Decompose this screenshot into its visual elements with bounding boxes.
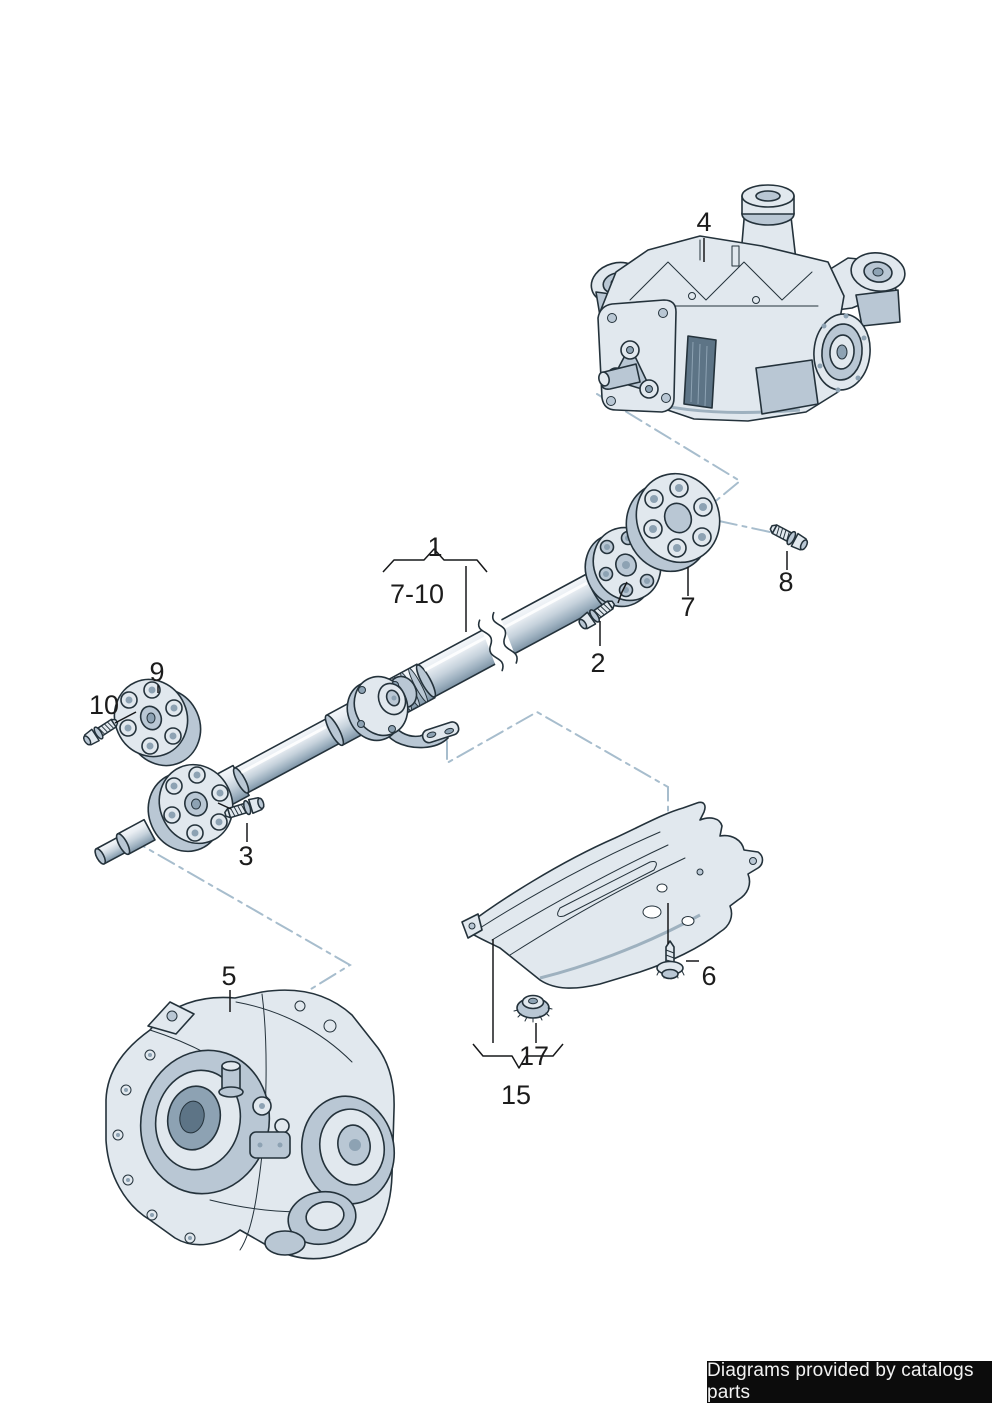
footer-text: Diagrams provided by catalogs parts <box>707 1360 974 1403</box>
leader-3-to-flange <box>217 802 232 810</box>
bolt-10 <box>80 714 122 749</box>
callout-17: 17 <box>519 1041 549 1071</box>
gearbox-5 <box>105 989 396 1260</box>
construction-lines <box>128 393 771 990</box>
callout-labels: 4 1 7-10 2 7 8 9 10 3 5 6 17 15 <box>89 207 794 1110</box>
bolt-8 <box>767 520 811 554</box>
flex-disc-9 <box>113 678 202 767</box>
propshaft-front-flange <box>147 763 234 853</box>
leader-10 <box>114 711 137 724</box>
callout-5: 5 <box>221 961 236 991</box>
bracket-1-7-10 <box>382 548 488 573</box>
diff-vent-panel <box>683 335 717 409</box>
flex-coupling-7 <box>625 472 721 573</box>
callout-7-10: 7-10 <box>390 579 444 609</box>
callout-7: 7 <box>680 592 695 622</box>
center-bearing-bracket <box>346 675 460 749</box>
callout-15: 15 <box>501 1080 531 1110</box>
callout-8: 8 <box>778 567 793 597</box>
propshaft-tube <box>94 558 638 865</box>
rear-differential <box>590 184 906 422</box>
screw-6 <box>656 940 685 980</box>
shaft-break-gap <box>480 615 518 671</box>
footer-banner: Diagrams provided by catalogs parts <box>707 1360 992 1403</box>
callout-10: 10 <box>89 690 119 720</box>
break-symbol <box>477 619 504 672</box>
callout-3: 3 <box>238 841 253 871</box>
heat-shield-15 <box>461 801 764 989</box>
callout-9: 9 <box>149 657 164 687</box>
callout-2: 2 <box>590 648 605 678</box>
bracket-15-17 <box>472 1043 564 1069</box>
leader-lines <box>114 238 788 1069</box>
heat-shield-panel <box>465 801 764 989</box>
speed-nut-17 <box>513 994 553 1023</box>
callout-4: 4 <box>696 207 711 237</box>
leader-2-to-flange <box>617 581 628 604</box>
callout-6: 6 <box>701 961 716 991</box>
callout-1: 1 <box>427 532 442 562</box>
